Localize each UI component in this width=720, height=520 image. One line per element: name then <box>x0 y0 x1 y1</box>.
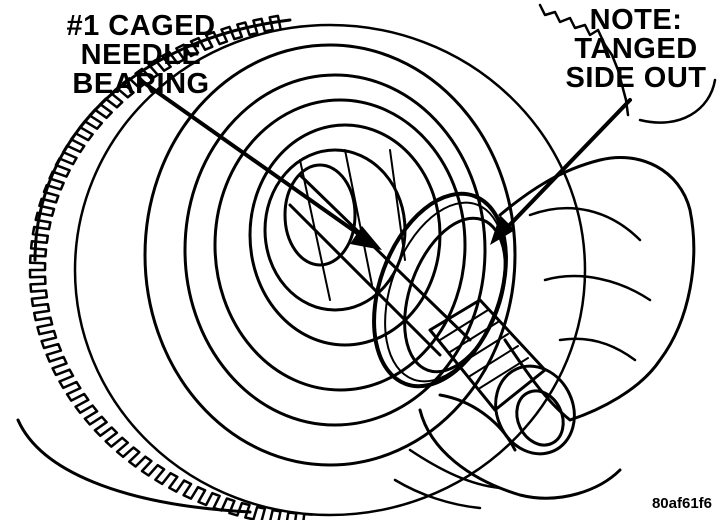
bearing-callout-line-1: #1 CAGED <box>66 10 216 42</box>
hand-lower-fingers <box>393 448 502 510</box>
hand-right-fingers <box>528 206 652 362</box>
spline-teeth <box>439 309 529 389</box>
hand-right <box>498 155 696 422</box>
housing-ring-4 <box>213 98 467 392</box>
figure-code: 80af61f6 <box>651 495 712 512</box>
note-arrowhead <box>490 215 515 245</box>
bearing-callout-line-2: NEEDLE BEARING <box>72 39 210 100</box>
note-callout-line-1: NOTE: <box>589 4 683 36</box>
shaft-end-outer <box>494 364 576 456</box>
background-gear-top-right <box>538 3 630 117</box>
outer-gear-lower-edge <box>16 418 252 514</box>
shaft-end-inner <box>515 389 565 447</box>
bearing-leader-line <box>138 78 362 237</box>
bearing-inner <box>403 216 507 374</box>
housing-ring-3 <box>183 73 487 427</box>
housing-ring-5 <box>248 123 442 347</box>
input-shaft-upper <box>298 173 472 342</box>
outer-gear-body-edge <box>33 18 292 262</box>
outer-gear-toothed-rim <box>28 14 314 520</box>
housing-ring-1 <box>73 23 587 517</box>
note-callout-line-3: SIDE OUT <box>565 62 707 94</box>
bearing-arrowhead <box>350 226 382 250</box>
background-gear-outline <box>638 78 717 124</box>
note-callout-label: NOTE: TANGED SIDE OUT <box>560 6 712 93</box>
housing-ring-2 <box>143 43 517 467</box>
hub-inner <box>283 163 357 267</box>
note-leader-line <box>498 98 632 237</box>
bearing-callout-label: #1 CAGED NEEDLE BEARING <box>10 12 272 99</box>
bearing-tang-edge <box>384 201 506 383</box>
hand-lower <box>418 393 622 500</box>
note-callout-line-2: TANGED <box>574 33 698 65</box>
input-shaft-lower <box>288 203 442 357</box>
